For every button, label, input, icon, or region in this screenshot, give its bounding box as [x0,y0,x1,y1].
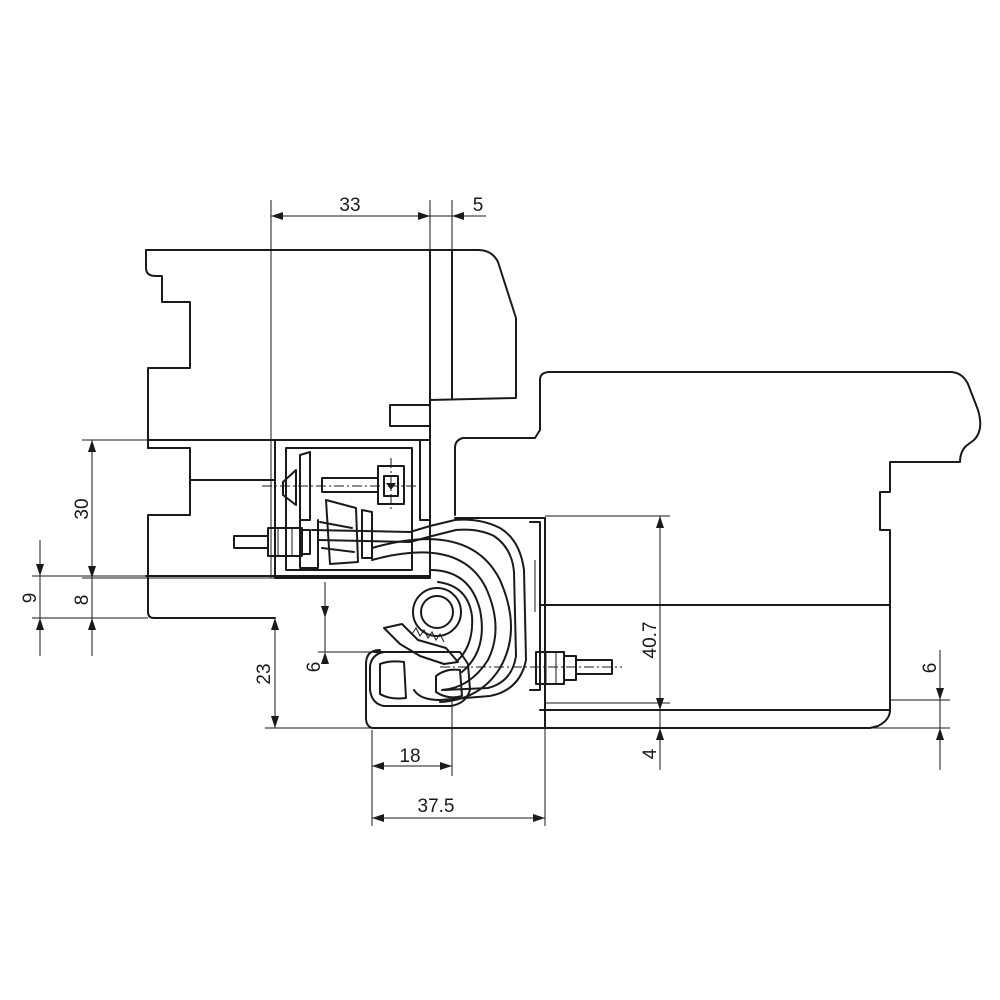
dimension-30: 30 [72,498,93,519]
dimension-33: 33 [339,195,360,216]
dimension-4: 4 [640,748,661,759]
dimension-6-left: 6 [304,662,325,673]
hinge-mechanism [233,439,622,707]
dimension-6-right: 6 [920,663,941,674]
dimension-18: 18 [399,746,420,767]
dimension-37-5: 37.5 [418,796,455,817]
frame-profile [145,249,517,619]
dimension-lines [32,200,950,826]
dimension-40-7: 40.7 [640,622,661,659]
dimension-8: 8 [72,595,93,606]
dimension-9: 9 [20,593,41,604]
dimension-5: 5 [473,195,484,216]
door-leaf-profile [365,371,982,729]
dimension-labels: 33 5 30 9 8 23 6 18 37.5 40.7 4 6 [20,195,941,817]
dimension-23: 23 [254,663,275,684]
